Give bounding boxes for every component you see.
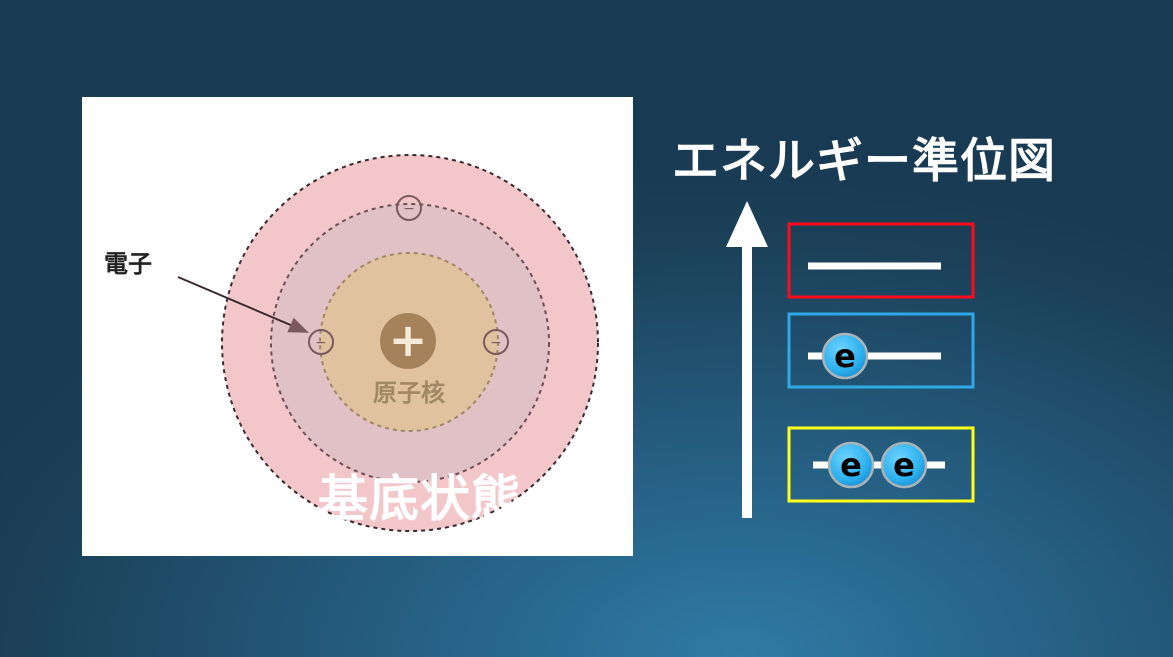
ground-state-label-clip: 基底状態 [262, 459, 522, 539]
energy-level: e [787, 312, 975, 389]
electron-icon: e [821, 332, 869, 380]
energy-level [787, 222, 975, 299]
electron-label: 電子 [104, 250, 152, 278]
energy-level-line [813, 461, 945, 469]
svg-text:e: e [834, 337, 856, 375]
svg-text:−: − [403, 201, 415, 217]
electron-icon: e [880, 441, 928, 489]
svg-text:e: e [840, 446, 862, 484]
energy-diagram-title: エネルギー準位図 [672, 134, 1056, 189]
svg-text:−: − [490, 335, 502, 351]
energy-level-box [787, 222, 975, 299]
energy-level-box [787, 312, 975, 389]
electron: − [483, 329, 509, 355]
energy-level-box [787, 426, 975, 503]
electron: − [308, 329, 334, 355]
electron-icon: e [827, 441, 875, 489]
nucleus-plus-icon: + [389, 313, 428, 367]
electron-pointer-arrow [177, 276, 309, 333]
energy-level-line [808, 262, 941, 270]
nucleus [380, 313, 436, 369]
atom-diagram-panel: + 原子核 − − − 電子 基底状態 [82, 97, 633, 556]
electron: − [396, 195, 422, 221]
energy-axis-arrow [726, 201, 768, 518]
ground-state-label: 基底状態 [318, 470, 522, 528]
svg-text:−: − [315, 335, 327, 351]
atom-diagram: + 原子核 − − − 電子 [104, 154, 599, 532]
nucleus-label: 原子核 [373, 379, 445, 407]
energy-level-line [808, 352, 941, 360]
svg-text:e: e [893, 446, 915, 484]
